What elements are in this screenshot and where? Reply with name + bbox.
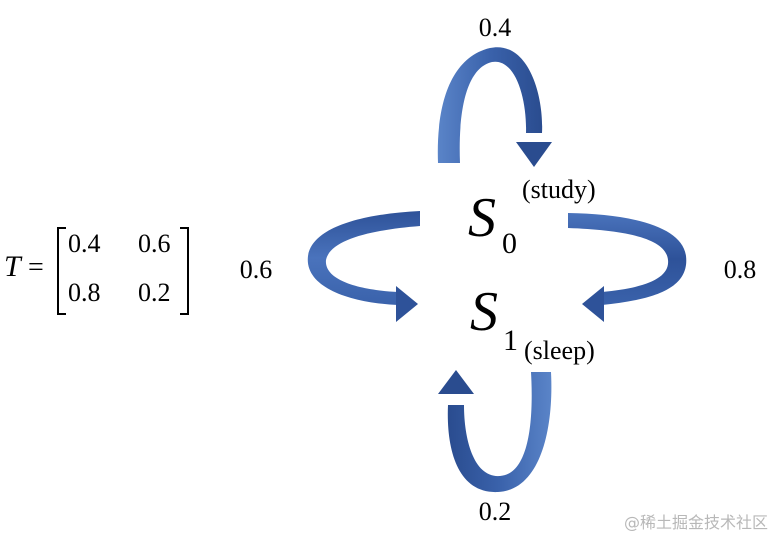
matrix-cell-r2c2: 0.2 xyxy=(138,278,171,307)
watermark: @稀土掘金技术社区 xyxy=(624,513,768,532)
arrow-s0-self-loop-head xyxy=(516,142,552,167)
arrow-s0-to-s1 xyxy=(307,211,420,322)
label-s0-to-s1: 0.6 xyxy=(240,255,273,284)
matrix-cell-r1c2: 0.6 xyxy=(138,229,171,258)
state-s1-label: (sleep) xyxy=(524,336,595,365)
arrow-s0-to-s1-body xyxy=(307,211,420,305)
label-s1-to-s0: 0.8 xyxy=(724,255,757,284)
state-s0-subscript: 0 xyxy=(502,227,517,260)
transition-matrix: T = 0.4 0.6 0.8 0.2 xyxy=(4,227,189,315)
matrix-right-bracket xyxy=(180,227,189,315)
arrow-s1-to-s0-body xyxy=(568,213,687,305)
state-s1-subscript: 1 xyxy=(503,324,518,357)
arrow-s0-self-loop-body xyxy=(437,47,543,163)
arrow-s1-to-s0 xyxy=(568,213,687,322)
arrow-s0-to-s1-head xyxy=(396,286,418,322)
matrix-cell-r1c1: 0.4 xyxy=(68,229,101,258)
state-s1: S 1 (sleep) xyxy=(470,281,595,365)
state-s1-letter: S xyxy=(470,281,498,343)
matrix-cell-r2c1: 0.8 xyxy=(68,278,101,307)
state-s0-letter: S xyxy=(468,187,496,249)
matrix-left-bracket xyxy=(57,227,66,315)
arrow-s1-self-loop xyxy=(438,370,552,493)
arrow-s0-self-loop xyxy=(437,47,552,167)
label-s0-self-loop: 0.4 xyxy=(479,13,512,42)
matrix-symbol: T xyxy=(4,250,23,283)
arrow-s1-to-s0-head xyxy=(582,286,604,322)
arrow-s1-self-loop-head xyxy=(438,370,474,394)
state-s0-label: (study) xyxy=(522,175,596,204)
label-s1-self-loop: 0.2 xyxy=(479,497,512,526)
matrix-equals-sign: = xyxy=(28,252,44,283)
arrow-s1-self-loop-body xyxy=(447,372,552,493)
state-s0: S 0 (study) xyxy=(468,175,596,260)
